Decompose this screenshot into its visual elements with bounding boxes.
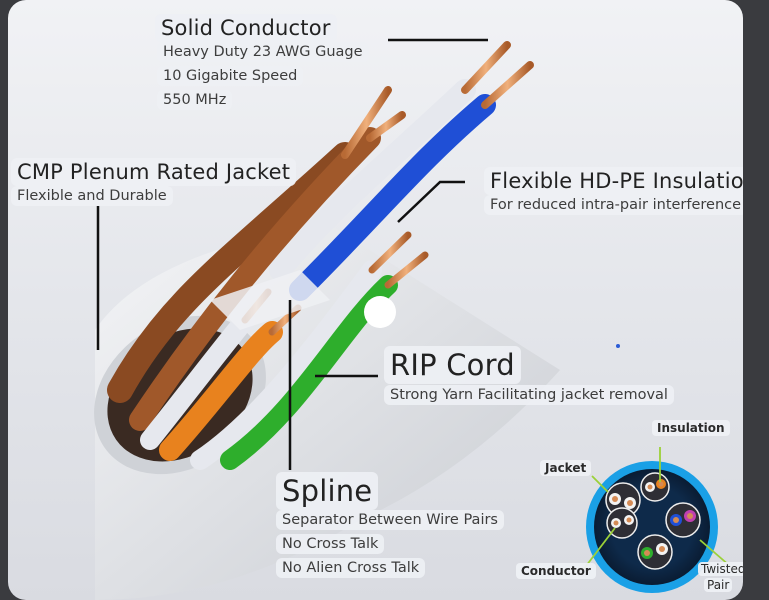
cross-label-jacket: Jacket	[540, 460, 592, 476]
insulation-title: Flexible HD-PE Insulation	[484, 167, 743, 195]
blue-wire-pair	[269, 41, 534, 301]
leader-lines	[96, 38, 488, 470]
solid-conductor-line-3: 550 MHz	[157, 90, 233, 110]
cross-label-insulation: Insulation	[652, 420, 730, 436]
jacket-title: CMP Plenum Rated Jacket	[11, 158, 297, 186]
spline-title: Spline	[276, 472, 379, 510]
cross-section-diagram	[582, 447, 731, 593]
solid-conductor-title: Solid Conductor	[155, 14, 337, 42]
brown-wire-pair	[107, 86, 406, 431]
solid-conductor-line-1: Heavy Duty 23 AWG Guage	[157, 42, 369, 62]
cable-illustration	[94, 38, 731, 600]
rip-cord-line-1: Strong Yarn Facilitating jacket removal	[384, 385, 674, 405]
cursor-dot	[364, 296, 396, 328]
spline-line-3: No Alien Cross Talk	[276, 558, 426, 578]
jacket-line-1: Flexible and Durable	[11, 186, 173, 206]
small-blue-dot	[616, 344, 620, 348]
rip-cord-title: RIP Cord	[384, 346, 521, 384]
cross-label-conductor: Conductor	[516, 563, 596, 579]
cross-label-twisted: Twisted	[698, 562, 743, 576]
insulation-line-1: For reduced intra-pair interference	[484, 195, 743, 215]
diagram-canvas: Solid Conductor Heavy Duty 23 AWG Guage …	[8, 0, 743, 600]
spline	[210, 270, 330, 330]
spline-line-2: No Cross Talk	[276, 534, 385, 554]
solid-conductor-line-2: 10 Gigabite Speed	[157, 66, 304, 86]
cross-label-pair: Pair	[704, 578, 733, 592]
spline-line-1: Separator Between Wire Pairs	[276, 510, 504, 530]
